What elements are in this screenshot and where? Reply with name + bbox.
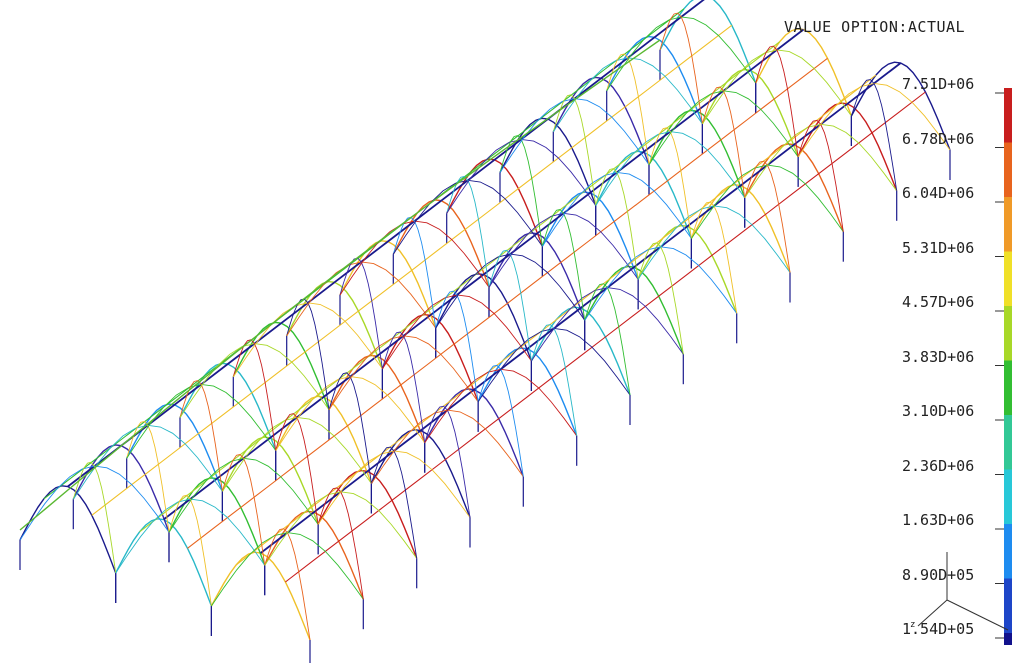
diagonal-member [606,53,650,165]
legend-color-segment [1004,578,1012,633]
arch-member [541,191,639,280]
legend-tick-label: 1.54D+05 [902,620,975,638]
diagonal-member [541,209,586,321]
diagonal-member [328,372,372,484]
legend-color-segment [1004,469,1012,524]
legend-tick-label: 6.78D+06 [902,129,975,148]
diagonal-member [221,454,266,566]
arch-member [275,395,373,484]
triad-axis [946,599,1009,631]
legend-tick-label: 2.36D+06 [902,456,975,475]
legend-tick-label: 1.63D+06 [902,511,975,529]
diagonal-member [446,176,490,288]
diagonal-member [232,339,277,451]
arch-member [210,551,311,641]
diagonal-member [755,45,799,157]
diagonal-member [701,86,746,198]
legend-tick-label: 4.57D+06 [902,293,975,311]
purlin-member [43,8,685,500]
diagonal-member [275,413,319,525]
purlin-member [235,74,877,566]
value-option-title: VALUE OPTION:ACTUAL [784,18,966,36]
legend-color-segment [1004,88,1012,143]
arch-member [701,68,799,158]
roof-frame-members [19,0,951,663]
arch-member [19,485,117,574]
arch-member [381,313,479,403]
legend-tick-label: 5.31D+06 [902,238,975,257]
purlin-member [187,57,828,549]
legend-tick-label: 3.10D+06 [902,402,975,420]
purlin-member [139,41,780,533]
legend-color-segment [1004,633,1012,645]
diagonal-member [850,79,898,191]
diagonal-member [381,331,426,443]
eave-member [19,39,661,531]
arch-member [435,273,533,362]
diagonal-member [435,290,479,402]
diagonal-member [392,216,437,329]
legend-color-segment [1004,415,1012,470]
diagonal-member [339,257,383,369]
diagonal-member [595,168,639,280]
arch-member [168,477,266,566]
legend-tick-label: 7.51D+06 [902,75,975,93]
purlin-member [285,91,926,583]
purlin-member [91,24,733,516]
diagonal-member [488,249,532,362]
purlin-member [260,62,902,554]
diagonal-member [179,380,223,492]
arch-member [595,150,693,239]
purlin-member [67,0,705,488]
legend-color-segment [1004,142,1012,197]
diagonal-member [648,127,692,239]
diagonal-member [499,135,543,247]
triad-axis [917,599,948,627]
legend-color-segment [1004,306,1012,361]
legend-tick-label: 3.83D+06 [902,347,975,366]
diagonal-member [659,12,703,124]
z-axis-label: z [910,620,916,630]
arch-member [264,510,364,600]
legend-color-segment [1004,197,1012,252]
legend-color-segment [1004,524,1012,579]
coordinate-triad [917,552,1009,631]
arch-member [221,436,319,525]
legend-color-segment [1004,251,1012,306]
legend-tick-label: 8.90D+05 [902,565,975,584]
legend-tick-label: 6.04D+06 [902,184,975,202]
legend-color-segment [1004,360,1012,415]
diagonal-member [286,298,330,410]
color-legend-bar [995,88,1012,645]
purlin-member [163,28,805,521]
diagonal-member [72,461,117,574]
arch-member [755,28,853,117]
diagonal-member [168,494,212,607]
arch-member [115,518,213,607]
